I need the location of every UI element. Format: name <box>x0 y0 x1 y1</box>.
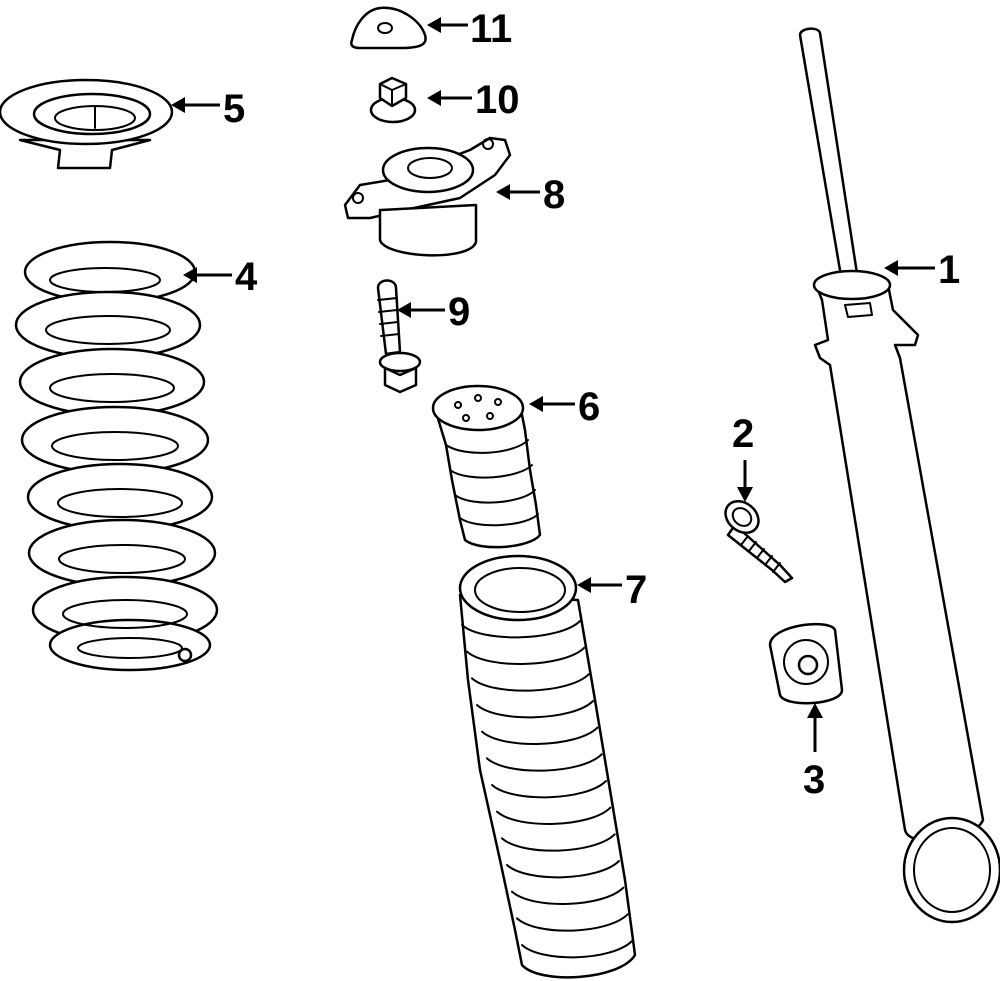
part-7-dust-boot <box>458 554 637 979</box>
boot-rib <box>466 646 586 665</box>
part-11-upper-plate <box>350 6 427 50</box>
boot-rib <box>496 806 612 825</box>
boot-rib <box>516 913 629 932</box>
part-2-bolt <box>724 499 794 584</box>
part-3-bushing <box>768 622 844 705</box>
callout-5: 5 <box>223 87 245 131</box>
callout-2: 2 <box>732 412 754 456</box>
boot-rib <box>506 860 620 879</box>
part-6-bump-stop <box>431 384 542 549</box>
callout-11: 11 <box>470 7 512 51</box>
boot-rib <box>476 700 594 719</box>
leader-arrows <box>171 17 935 752</box>
callout-9: 9 <box>448 290 470 334</box>
boot-rib <box>511 886 625 905</box>
boot-rib <box>471 673 590 692</box>
callout-7: 7 <box>625 568 647 612</box>
callout-10: 10 <box>475 78 520 122</box>
part-1-shock-absorber <box>798 27 1000 924</box>
boot-rib <box>486 753 603 772</box>
callout-4: 4 <box>235 255 258 299</box>
part-8-upper-mount <box>343 136 512 257</box>
boot-rib <box>521 940 633 959</box>
callout-1: 1 <box>938 248 960 292</box>
callout-8: 8 <box>543 173 565 217</box>
part-4-coil-spring <box>14 240 219 672</box>
part-5-spring-seat <box>0 78 174 170</box>
callout-labels: 1 2 3 4 5 6 7 8 9 10 11 <box>223 7 960 802</box>
boot-rib <box>501 833 616 852</box>
part-10-nut <box>369 76 417 124</box>
part-9-bolt <box>376 279 422 394</box>
boot-rib <box>491 780 607 799</box>
boot-rib <box>481 726 599 745</box>
callout-3: 3 <box>803 758 825 802</box>
boot-rib <box>461 620 581 639</box>
callout-6: 6 <box>578 385 600 429</box>
